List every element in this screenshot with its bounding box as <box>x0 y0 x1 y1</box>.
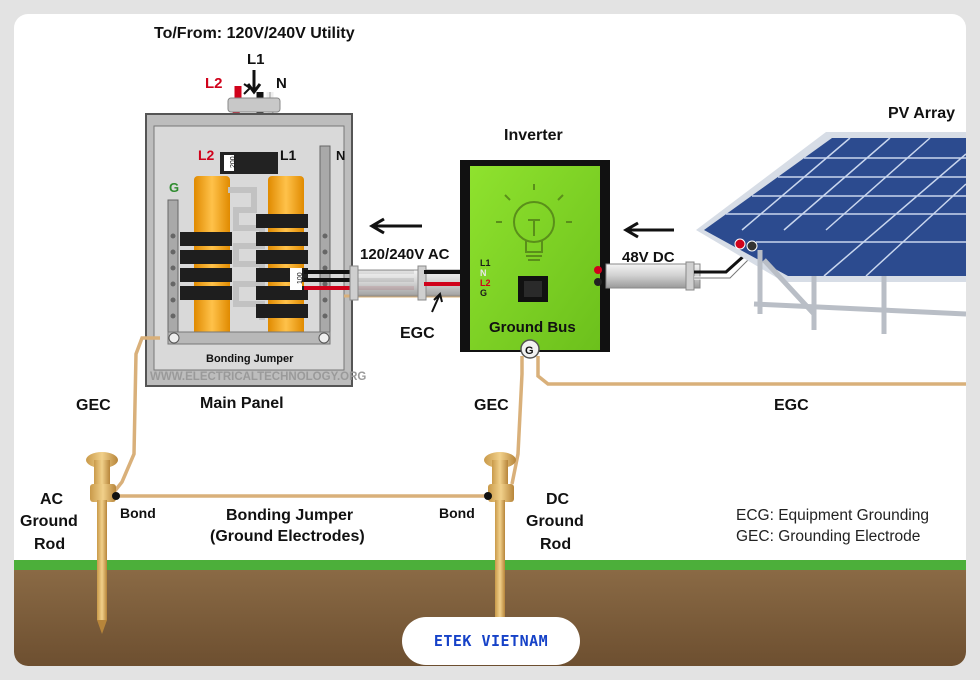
pv-rack <box>753 250 966 334</box>
egc-pointer-arrow-icon <box>431 292 443 313</box>
up-arrow-icon <box>243 83 252 95</box>
inverter-l2-label: L2 <box>480 278 491 288</box>
watermark-text: WWW.ELECTRICALTECHNOLOGY.ORG <box>150 371 366 383</box>
bar-screws <box>170 233 328 319</box>
grass-strip <box>14 560 966 570</box>
panel-bonding-bar <box>167 331 331 345</box>
bus-stab <box>228 187 265 320</box>
diagram-frame: To/From: 120V/240V Utility L1 L2 N G N L… <box>14 14 966 666</box>
inverter-g-label: G <box>480 288 487 298</box>
main-panel: G N L2 L1 200 100 <box>145 113 366 387</box>
ground-bar <box>167 199 179 343</box>
panel-n-label: N <box>336 148 345 163</box>
inverter-n-label: N <box>480 268 487 278</box>
brand-label: ETEK VIETNAM <box>433 632 549 650</box>
inverter-label: Inverter <box>504 127 563 144</box>
dc-flow-arrow-icon <box>623 221 674 239</box>
inverter: L1 N L2 G Ground Bus <box>460 160 610 352</box>
bond-point-left <box>112 492 120 500</box>
lightbulb-icon <box>496 184 572 261</box>
grounding-conductors <box>112 336 966 498</box>
main-breaker-rating: 200 <box>230 156 237 168</box>
bond-right-label: Bond <box>439 505 475 521</box>
dc-ground-rod <box>484 452 516 634</box>
backfeed-breaker-rating: 100 <box>297 272 304 284</box>
ground-bus-label: Ground Bus <box>489 319 576 336</box>
ac-conduit <box>304 265 474 301</box>
l1-top-label: L1 <box>247 51 265 68</box>
backfeed-breaker <box>290 268 302 290</box>
dc-rod-label-line-2: Ground <box>526 513 584 530</box>
branch-breakers <box>180 214 308 318</box>
ac-rod-label-line-2: Ground <box>20 513 78 530</box>
ac-flow-arrow-icon <box>369 217 422 235</box>
dc-rod-label-line-3: Rod <box>540 536 571 553</box>
dc-rod-label-line-1: DC <box>546 491 570 508</box>
brand-badge: ETEK VIETNAM <box>402 617 580 665</box>
pv-array-label: PV Array <box>888 105 955 122</box>
ground-terminal: G <box>520 339 540 359</box>
ac-rod-label-line-3: Rod <box>34 536 65 553</box>
gec-dc-wire <box>510 356 524 485</box>
bond-point-right <box>484 492 492 500</box>
neutral-bar <box>319 145 331 343</box>
egc-left-label: EGC <box>400 325 435 342</box>
l2-top-label: L2 <box>205 75 223 92</box>
panel-l1-label: L1 <box>280 147 297 163</box>
egc-right-label: EGC <box>774 397 809 414</box>
dc-positive-terminal <box>594 266 602 274</box>
down-arrow-icon <box>246 70 262 95</box>
pv-array <box>696 132 966 334</box>
panel-bonding-jumper-label: Bonding Jumper <box>206 353 294 365</box>
panel-l2-label: L2 <box>198 147 215 163</box>
inverter-body <box>470 166 600 350</box>
panel-g-label: G <box>169 180 179 195</box>
gec-right-label: GEC <box>474 397 509 414</box>
bond-left-label: Bond <box>120 505 156 521</box>
ground-terminal-label: G <box>525 345 534 357</box>
grounding-diagram: To/From: 120V/240V Utility L1 L2 N G N L… <box>14 25 966 666</box>
gec-ac-wire <box>112 336 160 494</box>
gec-left-label: GEC <box>76 397 111 414</box>
main-panel-label: Main Panel <box>200 395 284 412</box>
pv-negative-terminal <box>746 240 758 252</box>
n-top-label: N <box>276 75 287 92</box>
dc-line-label: 48V DC <box>622 249 675 266</box>
ac-line-label: 120/240V AC <box>360 246 450 263</box>
ac-ground-rod <box>86 452 118 634</box>
bonding-jumper-label-line-2: (Ground Electrodes) <box>210 528 365 545</box>
egc-pv-wire <box>536 356 966 386</box>
bonding-jumper-label-line-1: Bonding Jumper <box>226 507 353 524</box>
dc-negative-terminal <box>594 278 602 286</box>
utility-label: To/From: 120V/240V Utility <box>154 25 355 42</box>
inverter-l1-label: L1 <box>480 258 491 268</box>
legend-line-2: GEC: Grounding Electrode <box>736 528 920 545</box>
ac-rod-label-line-1: AC <box>40 491 64 508</box>
pv-positive-terminal <box>734 238 746 250</box>
dc-conduit <box>605 252 754 291</box>
legend-line-1: ECG: Equipment Grounding <box>736 507 929 524</box>
main-breaker <box>220 152 278 174</box>
